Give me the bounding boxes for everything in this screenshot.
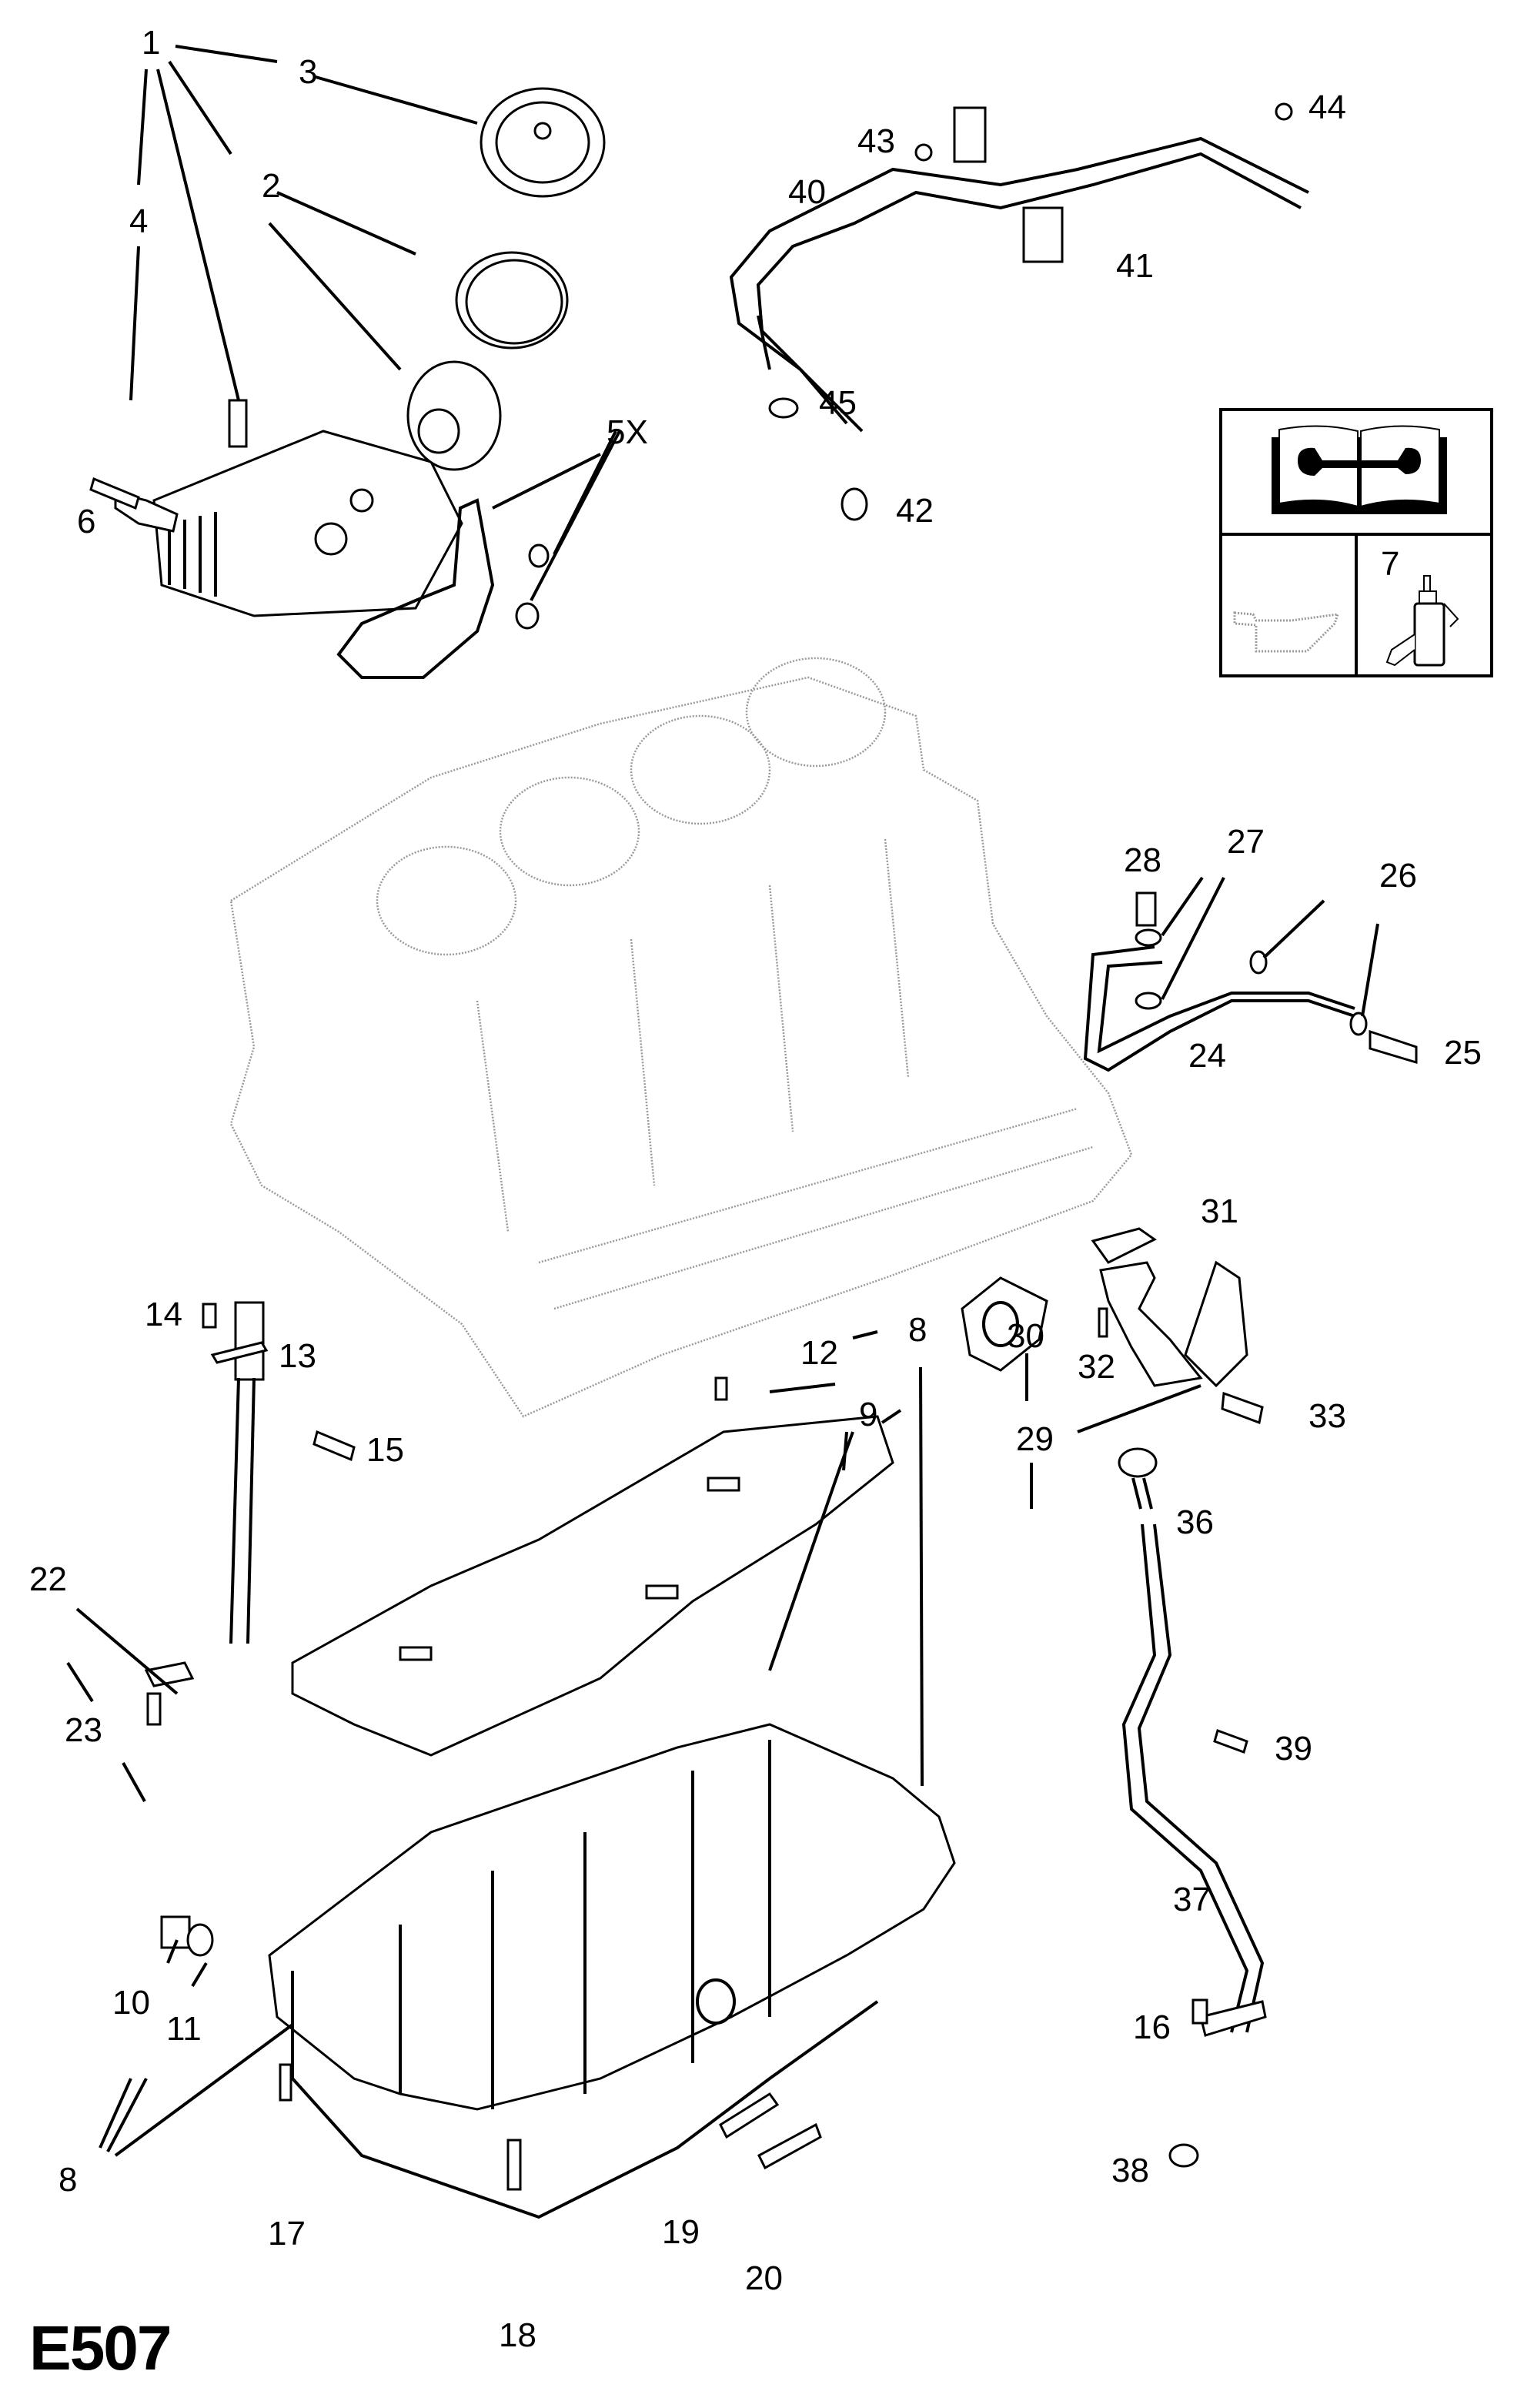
banjo-bolt-28 <box>1135 891 1157 927</box>
leader-lines <box>66 45 1379 2157</box>
callout-13: 13 <box>279 1337 316 1375</box>
sealant-cell: 7 <box>1358 536 1490 674</box>
sealing-washers-27 <box>1135 928 1162 1010</box>
oil-baffle-plate <box>291 1415 894 1757</box>
bolt-18 <box>506 2139 522 2191</box>
callout-15: 15 <box>366 1431 404 1469</box>
bolt-20 <box>757 2122 822 2170</box>
hose-clamp-42 <box>841 487 868 521</box>
callout-23: 23 <box>65 1711 102 1749</box>
turbo-oil-feed-line <box>1083 945 1355 1072</box>
bolt-23 <box>146 1692 162 1726</box>
sealant-callout: 7 <box>1381 545 1400 583</box>
legend-box: 7 <box>1219 408 1493 677</box>
sealant-bottle-icon <box>1385 575 1459 667</box>
nut-44 <box>1275 102 1293 121</box>
callout-9: 9 <box>859 1396 878 1433</box>
oil-can-icon <box>1233 611 1340 653</box>
bolt-33 <box>1221 1391 1264 1425</box>
bolt-19 <box>719 2092 780 2139</box>
pickup-tube-13 <box>210 1301 269 1644</box>
nut-43 <box>914 143 933 162</box>
dipstick-36 <box>1118 1447 1158 1510</box>
bolt-32 <box>1098 1307 1108 1338</box>
oil-pan <box>268 1723 956 2219</box>
callout-22: 22 <box>29 1560 67 1598</box>
callout-20: 20 <box>745 2259 783 2297</box>
callout-28: 28 <box>1124 841 1161 879</box>
callout-2: 2 <box>262 167 281 205</box>
banjo-bolt-25 <box>1369 1029 1418 1065</box>
callout-1: 1 <box>142 24 161 62</box>
sensor-bracket-22 <box>144 1661 195 1687</box>
callout-45: 45 <box>819 384 857 422</box>
callout-37: 37 <box>1173 1881 1211 1918</box>
callout-40: 40 <box>788 173 826 211</box>
callout-8-top: 8 <box>908 1311 927 1349</box>
cap-seal-ring <box>455 251 569 349</box>
coolant-pipe <box>729 106 1309 433</box>
callout-30: 30 <box>1007 1317 1044 1355</box>
plug-38 <box>1168 2143 1199 2168</box>
oil-return-flange-30 <box>961 1276 1048 1372</box>
callout-24: 24 <box>1188 1037 1226 1075</box>
hose-clamp-45 <box>768 397 799 419</box>
repair-manual-cell <box>1222 411 1490 536</box>
callout-19: 19 <box>662 2213 700 2251</box>
drain-plug-seal-11 <box>186 1923 214 1957</box>
callout-33: 33 <box>1308 1397 1346 1435</box>
callout-6: 6 <box>77 503 96 540</box>
gasket-31 <box>1091 1227 1157 1264</box>
callout-14: 14 <box>145 1296 182 1333</box>
bolt-15 <box>312 1430 356 1462</box>
callout-41: 41 <box>1116 247 1154 285</box>
callout-32: 32 <box>1078 1348 1115 1386</box>
o-rings <box>515 543 550 630</box>
callout-17: 17 <box>268 2215 306 2252</box>
bolt-14 <box>202 1303 217 1329</box>
callout-10: 10 <box>112 1984 150 2022</box>
callout-11: 11 <box>166 2010 202 2048</box>
diagram-code: E507 <box>29 2313 172 2383</box>
callout-16: 16 <box>1133 2008 1171 2046</box>
callout-29: 29 <box>1016 1420 1054 1458</box>
callout-38: 38 <box>1111 2152 1149 2189</box>
engine-block-ghost <box>229 657 1133 1418</box>
cooler-bolt <box>89 477 140 510</box>
repair-manual-icon <box>1272 425 1447 514</box>
oil-filter-cap <box>480 87 606 198</box>
cooler-gasket <box>336 498 495 679</box>
callout-18: 18 <box>499 2316 536 2354</box>
callout-39: 39 <box>1275 1730 1312 1768</box>
callout-8-bottom: 8 <box>58 2161 78 2199</box>
dipstick-tube-37 <box>1121 1523 1267 2037</box>
callout-36: 36 <box>1176 1503 1214 1541</box>
oil-can-cell <box>1222 536 1358 674</box>
callout-43: 43 <box>857 122 895 160</box>
callout-4: 4 <box>129 202 149 240</box>
bolt-12 <box>714 1376 728 1401</box>
bolt-16 <box>1191 1998 1208 2025</box>
callout-42: 42 <box>896 492 934 530</box>
callout-12: 12 <box>800 1334 838 1372</box>
oil-filter-element <box>406 360 502 471</box>
bolt-39 <box>1213 1729 1248 1754</box>
sealing-washers-26 <box>1249 950 1368 1036</box>
callout-3: 3 <box>299 53 318 91</box>
callout-26: 26 <box>1379 857 1417 895</box>
callout-5x: 5X <box>607 413 648 451</box>
oil-cooler-housing <box>152 399 463 617</box>
callout-27: 27 <box>1227 823 1265 861</box>
callout-25: 25 <box>1444 1034 1482 1072</box>
bolt-17 <box>279 2063 292 2102</box>
oil-return-pipe-29 <box>1099 1260 1248 1388</box>
callout-31: 31 <box>1201 1192 1238 1230</box>
callout-44: 44 <box>1308 89 1346 126</box>
